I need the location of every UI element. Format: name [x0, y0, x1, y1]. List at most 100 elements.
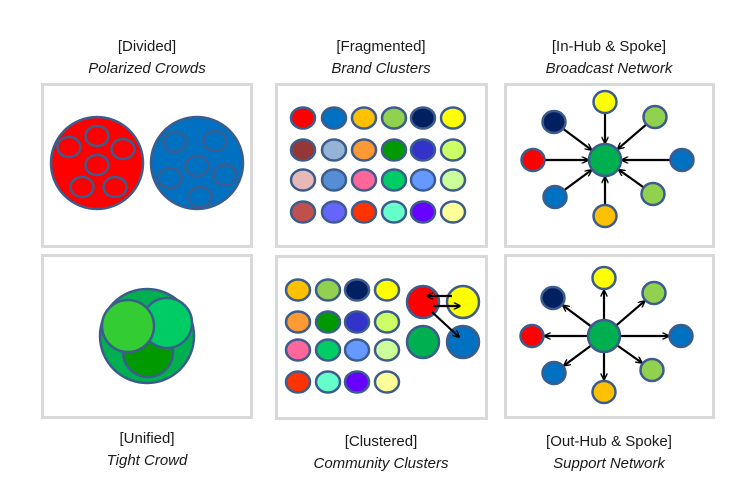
isolated-node [343, 370, 371, 394]
panel-tag: [Divided] [117, 38, 177, 55]
isolated-node [314, 278, 342, 302]
spoke-node-top-left [541, 109, 567, 135]
spoke-node-right [669, 147, 695, 173]
crowd-inner-circle-left [100, 298, 156, 354]
edge-arrow-top-right [618, 123, 647, 148]
isolated-node [350, 200, 378, 224]
panel-name: Brand Clusters [331, 60, 431, 77]
caption-in-hub: [In-Hub & Spoke] Broadcast Network [494, 36, 724, 80]
hub-node [587, 142, 623, 178]
isolated-node [320, 138, 348, 162]
isolated-node [314, 370, 342, 394]
red-group-subgroup [110, 137, 136, 161]
isolated-node [320, 200, 348, 224]
panel-tag: [Out-Hub & Spoke] [546, 433, 672, 450]
tight-crowd-diagram [98, 287, 196, 385]
edge-arrow-top-left [562, 127, 591, 150]
community-node-yellow [445, 284, 481, 320]
isolated-node [380, 200, 408, 224]
isolated-node [380, 168, 408, 192]
red-group-subgroup [84, 124, 110, 148]
isolated-node [284, 370, 312, 394]
blue-group-subgroup [162, 130, 188, 154]
isolated-node [350, 106, 378, 130]
isolated-node [314, 338, 342, 362]
isolated-node [289, 200, 317, 224]
isolated-node [343, 278, 371, 302]
isolated-node [284, 278, 312, 302]
spoke-node-top-right [641, 280, 667, 306]
isolated-node [314, 310, 342, 334]
edge-arrow-bottom-right [616, 344, 642, 363]
edge-arrow-bottom-left [563, 170, 591, 192]
isolated-node [439, 200, 467, 224]
red-group-subgroup [84, 153, 110, 177]
isolated-node [373, 370, 401, 394]
panel-tag: [In-Hub & Spoke] [551, 38, 667, 55]
blue-group-subgroup [202, 129, 228, 153]
community-node-green [405, 324, 441, 360]
isolated-node [350, 138, 378, 162]
blue-group-subgroup [187, 185, 213, 209]
isolated-node [343, 310, 371, 334]
panel-name: Broadcast Network [545, 60, 673, 77]
panel-name: Support Network [553, 455, 665, 472]
panel-tag: [Clustered] [344, 433, 418, 450]
edge-arrow-top-right [615, 301, 644, 327]
red-group-subgroup [102, 175, 128, 199]
caption-divided: [Divided] Polarized Crowds [32, 36, 262, 80]
spoke-node-bottom-right [639, 357, 665, 383]
spoke-node-left [519, 323, 545, 349]
caption-out-hub: [Out-Hub & Spoke] Support Network [494, 431, 724, 475]
brand-clusters-diagram [289, 106, 467, 224]
broadcast-network-diagram [520, 89, 695, 229]
community-clusters-diagram [284, 278, 481, 394]
blue-group-subgroup [184, 154, 210, 178]
blue-group-subgroup [157, 166, 183, 190]
community-link-red-to-blue [431, 311, 459, 337]
support-network-diagram [519, 265, 694, 405]
red-group-subgroup [69, 175, 95, 199]
red-group-subgroup [56, 135, 82, 159]
isolated-node [439, 106, 467, 130]
isolated-node [350, 168, 378, 192]
isolated-node [409, 138, 437, 162]
spoke-node-bottom-left [541, 360, 567, 386]
spoke-node-left [520, 147, 546, 173]
spoke-node-top [592, 89, 618, 115]
isolated-node [284, 310, 312, 334]
isolated-node [409, 200, 437, 224]
panel-name: Polarized Crowds [88, 60, 206, 77]
isolated-node [439, 138, 467, 162]
isolated-node [380, 106, 408, 130]
caption-fragmented: [Fragmented] Brand Clusters [266, 36, 496, 80]
isolated-node [439, 168, 467, 192]
isolated-node [373, 278, 401, 302]
spoke-node-bottom-left [542, 184, 568, 210]
panel-name: Community Clusters [313, 455, 449, 472]
isolated-node [320, 168, 348, 192]
red-group-circle [49, 115, 145, 211]
edge-arrow-bottom-left [564, 344, 592, 366]
spoke-node-bottom [591, 379, 617, 405]
panel-tag: [Unified] [119, 430, 175, 447]
isolated-node [320, 106, 348, 130]
isolated-node [409, 168, 437, 192]
isolated-node [289, 106, 317, 130]
hub-node [586, 318, 622, 354]
spoke-node-bottom-right [640, 181, 666, 207]
edge-arrow-top-left [563, 305, 592, 328]
blue-group-subgroup [212, 163, 238, 187]
spoke-node-top [591, 265, 617, 291]
isolated-node [409, 106, 437, 130]
isolated-node [380, 138, 408, 162]
caption-clustered: [Clustered] Community Clusters [266, 431, 496, 475]
isolated-node [373, 310, 401, 334]
isolated-node [284, 338, 312, 362]
polarized-crowds-diagram [49, 115, 245, 211]
edge-arrow-bottom-right [619, 170, 645, 189]
spoke-node-top-right [642, 104, 668, 130]
isolated-node [289, 168, 317, 192]
spoke-node-bottom [592, 203, 618, 229]
